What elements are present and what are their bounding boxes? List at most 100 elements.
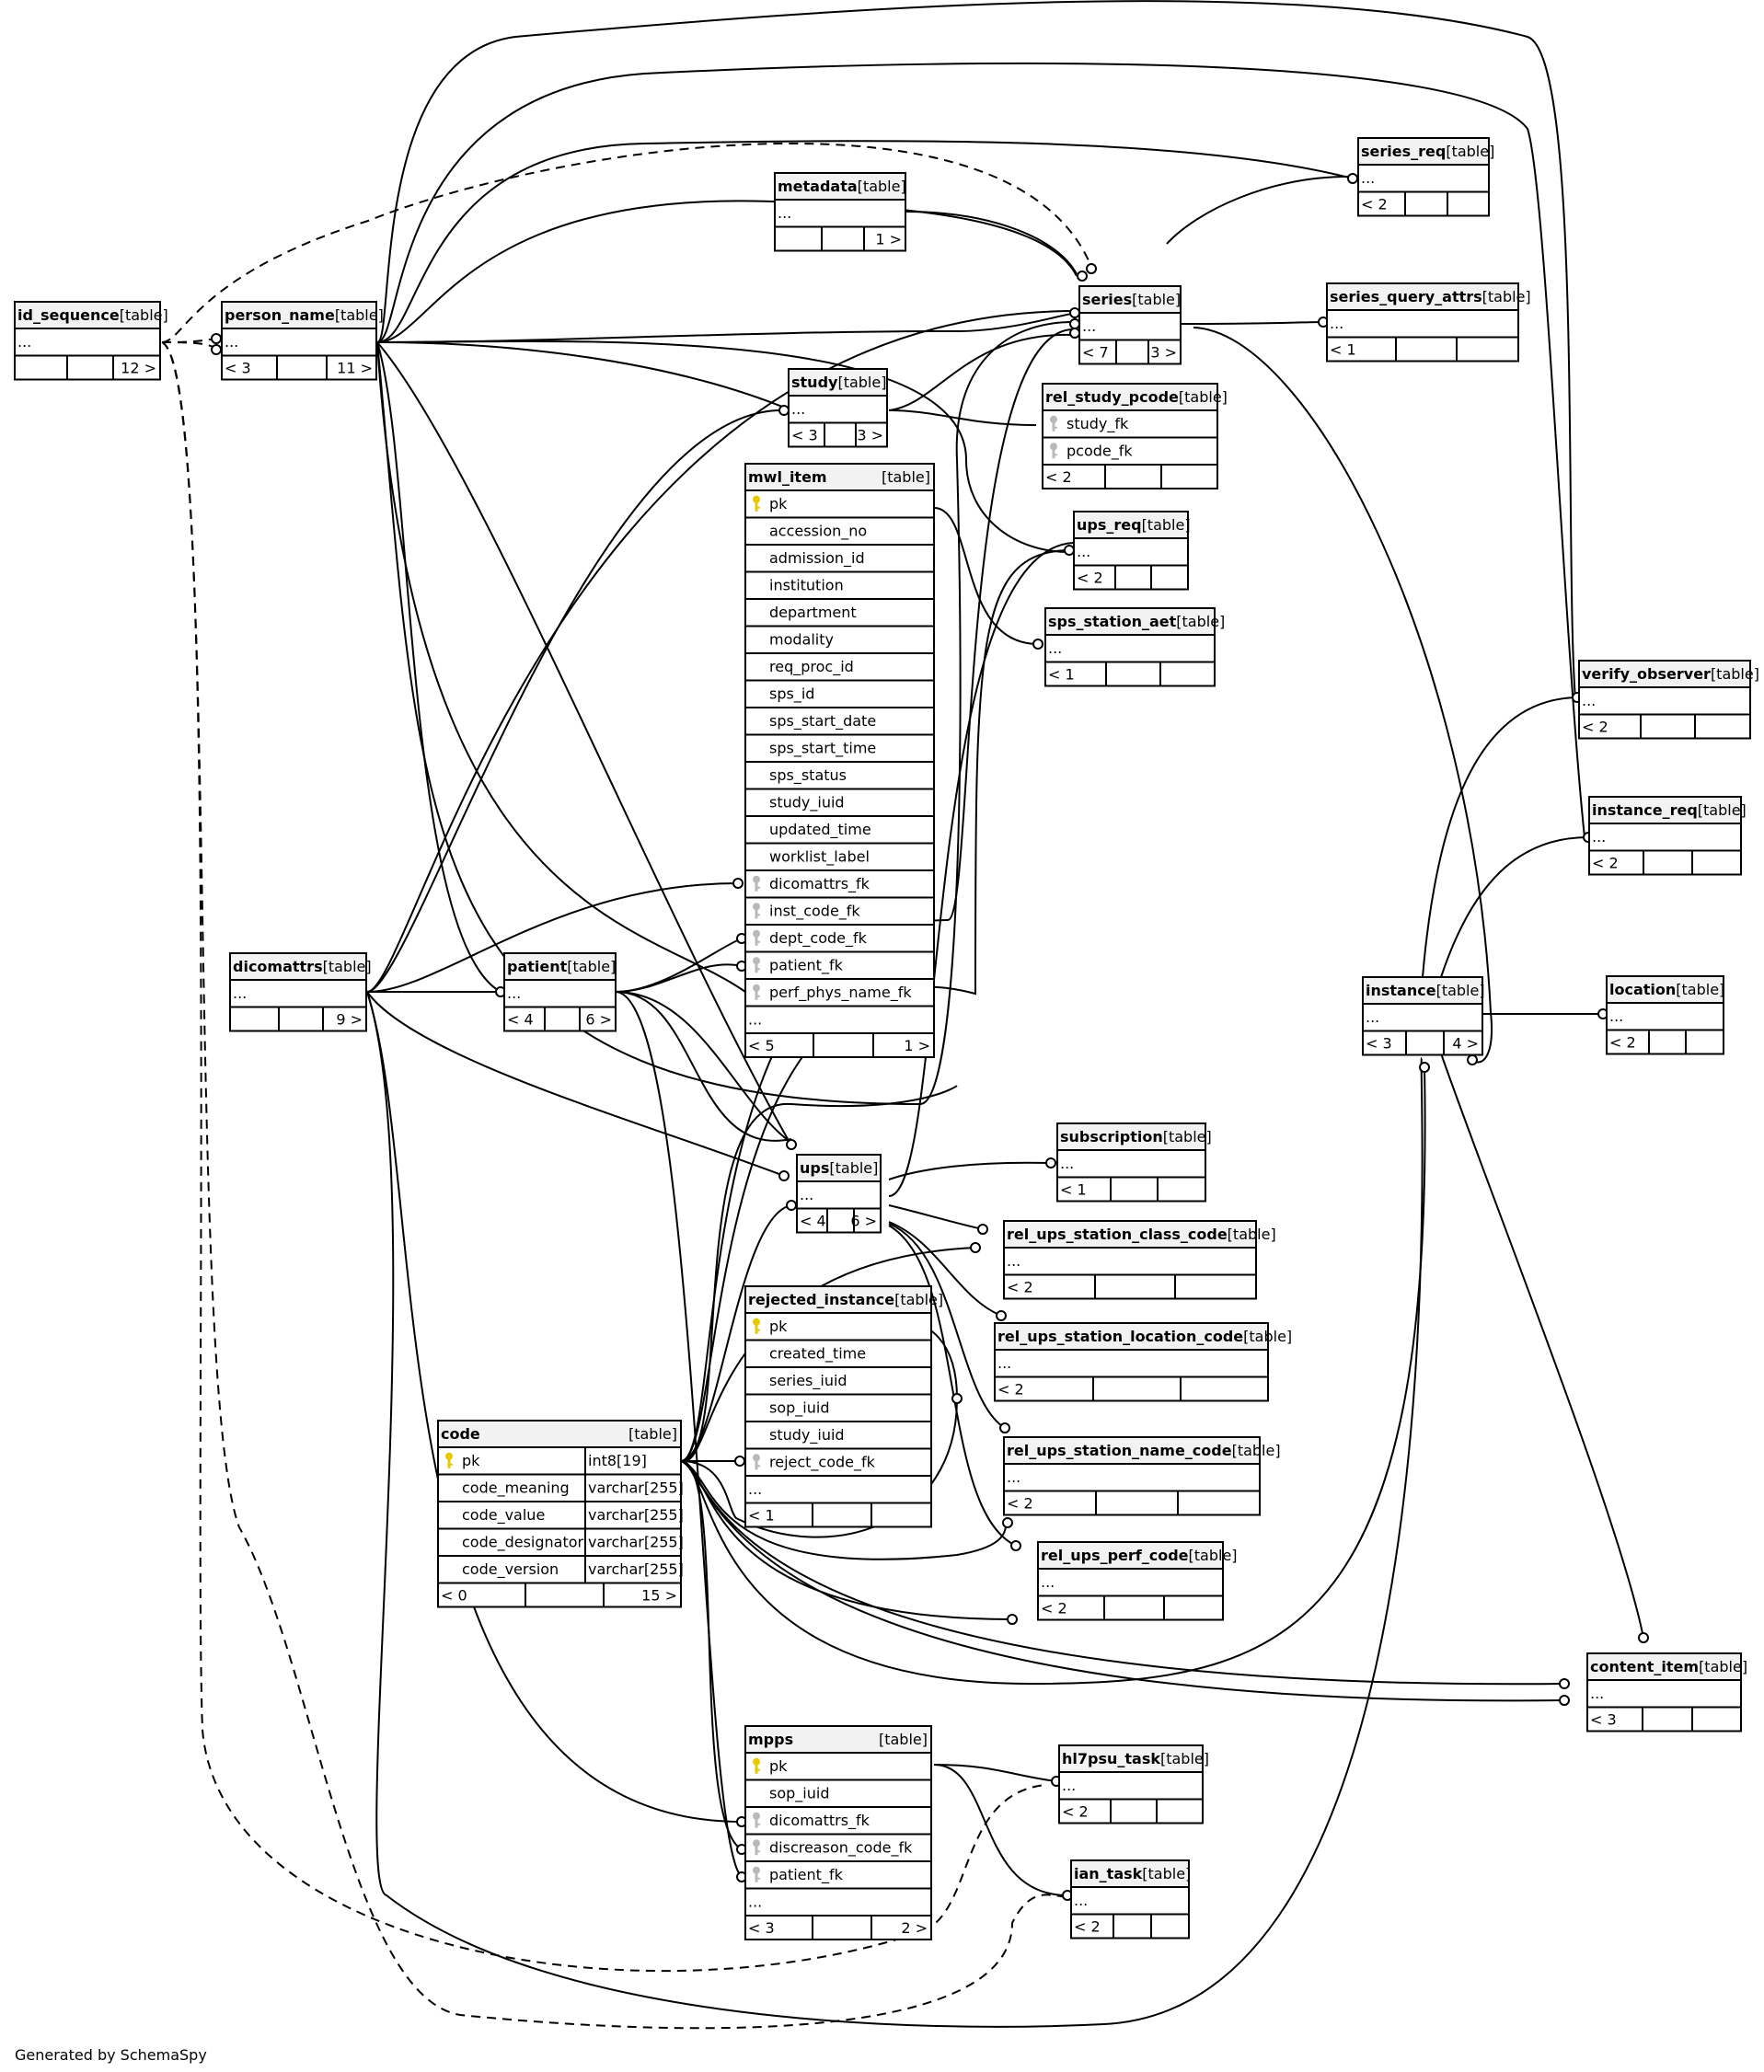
parent-count: < 1 — [1048, 666, 1075, 684]
parent-count: < 3 — [748, 1919, 775, 1937]
table-title: rel_study_pcode[table] — [1045, 388, 1228, 406]
table-header-bg — [746, 465, 933, 489]
table-title: hl7psu_task[table] — [1062, 1750, 1209, 1767]
table-location[interactable]: location[table]...< 2 — [1606, 975, 1724, 1055]
relationship-end-marker — [1559, 1678, 1570, 1689]
table-header-bg — [1580, 662, 1749, 686]
parent-count: < 4 — [800, 1213, 826, 1230]
foreign-key-relationship — [1440, 836, 1589, 978]
table-title: code — [441, 1425, 480, 1443]
foreign-key-icon — [753, 984, 760, 1000]
table-rel-ups-station-location-code[interactable]: rel_ups_station_location_code[table]...<… — [994, 1322, 1292, 1402]
table-verify-observer[interactable]: verify_observer[table]...< 2 — [1578, 660, 1759, 740]
table-title: person_name[table] — [225, 306, 384, 324]
child-count: 11 > — [337, 360, 373, 377]
foreign-key-relationship — [376, 341, 792, 1146]
relationship-end-marker — [1032, 639, 1043, 650]
relationship-lines — [161, 0, 1649, 2030]
parent-count: < 3 — [225, 360, 251, 377]
table-dicomattrs[interactable]: dicomattrs[table]...9 > — [229, 952, 372, 1032]
table-header-bg — [505, 954, 615, 979]
table-ups-req[interactable]: ups_req[table]...< 2 — [1073, 511, 1191, 591]
column-name: sps_start_time — [769, 740, 876, 758]
table-header-bg — [1328, 284, 1517, 309]
foreign-key-relationship — [1193, 327, 1493, 1064]
table-type-label: [table] — [837, 374, 886, 391]
table-type-label: [table] — [1711, 665, 1759, 683]
table-header-bg — [1043, 385, 1216, 409]
relationship-end-marker — [211, 344, 222, 355]
generated-by-footer: Generated by SchemaSpy — [15, 2046, 207, 2064]
table-border — [744, 463, 935, 1058]
table-title: series_query_attrs[table] — [1330, 288, 1531, 305]
table-sps-station-aet[interactable]: sps_station_aet[table]...< 1 — [1044, 607, 1225, 687]
foreign-key-icon — [1050, 443, 1057, 459]
column-name: worklist_label — [769, 848, 870, 867]
parent-count: < 5 — [748, 1037, 775, 1054]
table-ian-task[interactable]: ian_task[table]...< 2 — [1070, 1859, 1191, 1940]
table-type-label: [table] — [1446, 143, 1494, 160]
table-mwl-item[interactable]: mwl_item[table]pkaccession_noadmission_i… — [744, 463, 935, 1058]
table-title: series[table] — [1082, 291, 1181, 308]
table-title: series_req[table] — [1361, 143, 1494, 160]
table-title: verify_observer[table] — [1582, 665, 1759, 683]
column-name: ... — [800, 1186, 813, 1203]
column-name: pk — [462, 1452, 480, 1469]
table-rel-ups-station-class-code[interactable]: rel_ups_station_class_code[table]...< 2 — [1003, 1220, 1276, 1300]
foreign-key-icon — [753, 1866, 760, 1882]
table-content-item[interactable]: content_item[table]...< 3 — [1586, 1652, 1747, 1732]
tables-layer: id_sequence[table]...12 > person_name[tab… — [14, 137, 1759, 1940]
table-header-bg — [1359, 139, 1488, 164]
column-type: varchar[255] — [588, 1506, 684, 1524]
table-type-label: [table] — [1176, 613, 1225, 630]
foreign-key-relationship — [615, 991, 792, 1142]
table-border — [437, 1420, 682, 1608]
foreign-key-relationship — [680, 1247, 976, 1463]
column-name: code_value — [462, 1506, 545, 1525]
table-rel-ups-perf-code[interactable]: rel_ups_perf_code[table]...< 2 — [1037, 1541, 1238, 1621]
table-name: rel_ups_station_name_code — [1007, 1442, 1232, 1459]
table-title: study[table] — [791, 374, 886, 391]
foreign-key-relationship — [888, 333, 1076, 411]
table-rel-study-pcode[interactable]: rel_study_pcode[table]study_fkpcode_fk< … — [1042, 383, 1228, 489]
table-header-bg — [1005, 1438, 1259, 1463]
table-hl7psu-task[interactable]: hl7psu_task[table]...< 2 — [1058, 1744, 1209, 1825]
parent-count: < 3 — [1366, 1035, 1392, 1053]
relationship-end-marker — [211, 333, 222, 344]
primary-key-icon — [445, 1452, 453, 1468]
column-name: ... — [1062, 1777, 1076, 1794]
foreign-key-relationship — [1166, 175, 1357, 245]
parent-count: < 1 — [1330, 341, 1356, 359]
table-name: study — [791, 374, 838, 391]
table-name: mpps — [748, 1731, 793, 1748]
table-rejected-instance[interactable]: rejected_instance[table]pkcreated_timese… — [744, 1285, 943, 1528]
column-name: ... — [1582, 692, 1596, 709]
table-metadata[interactable]: metadata[table]...1 > — [774, 172, 906, 252]
table-series-query-attrs[interactable]: series_query_attrs[table]...< 1 — [1326, 282, 1531, 363]
table-subscription[interactable]: subscription[table]...< 1 — [1056, 1122, 1212, 1203]
column-name: code_designator — [462, 1534, 584, 1552]
table-id-sequence[interactable]: id_sequence[table]...12 > — [14, 301, 168, 381]
child-count: 3 > — [857, 427, 883, 444]
parent-count: < 2 — [1007, 1495, 1033, 1513]
child-count: 3 > — [1150, 344, 1177, 362]
column-name: ... — [1041, 1573, 1055, 1591]
foreign-key-relationship — [376, 321, 1074, 1106]
table-rel-ups-station-name-code[interactable]: rel_ups_station_name_code[table]...< 2 — [1003, 1436, 1281, 1516]
child-count: 9 > — [336, 1011, 363, 1029]
column-name: pk — [769, 1757, 788, 1775]
table-series-req[interactable]: series_req[table]...< 2 — [1357, 137, 1494, 217]
column-name: accession_no — [769, 523, 867, 541]
column-name: ... — [997, 1354, 1011, 1372]
table-mpps[interactable]: mpps[table]pksop_iuiddicomattrs_fkdiscre… — [744, 1725, 932, 1940]
table-header-bg — [16, 303, 159, 328]
column-name: ... — [1609, 1007, 1623, 1025]
table-instance-req[interactable]: instance_req[table]...< 2 — [1588, 796, 1747, 876]
